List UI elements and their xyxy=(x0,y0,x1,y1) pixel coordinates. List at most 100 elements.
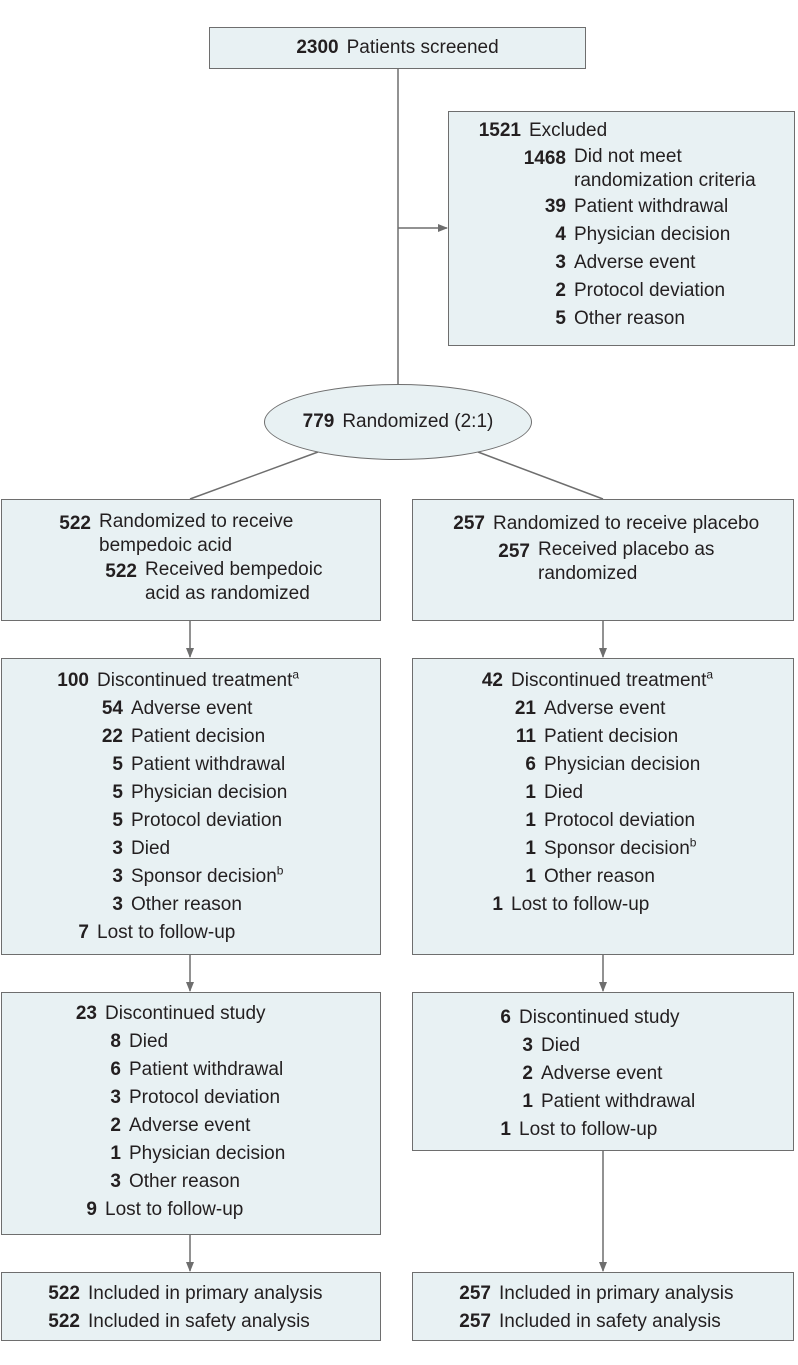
label: Received placebo as xyxy=(538,539,715,560)
footnote-marker: a xyxy=(706,667,714,682)
label: Sponsor decisionb xyxy=(131,863,284,887)
count: 779 xyxy=(302,411,335,432)
count: 100 xyxy=(57,670,89,691)
count: 6 xyxy=(500,1007,511,1028)
label: Sponsor decisionb xyxy=(544,835,697,859)
count: 257 xyxy=(459,1283,491,1304)
count: 1 xyxy=(525,782,536,803)
label: Other reason xyxy=(131,894,242,915)
label: Lost to follow-up xyxy=(97,922,236,943)
label: Died xyxy=(544,782,584,803)
label: Other reason xyxy=(574,308,685,329)
label: Other reason xyxy=(129,1171,240,1192)
label: Discontinued treatmenta xyxy=(511,667,714,691)
label: Patient withdrawal xyxy=(574,196,729,217)
count: 257 xyxy=(459,1311,491,1332)
label: Included in primary analysis xyxy=(499,1283,734,1304)
footnote-marker: a xyxy=(292,667,300,682)
label: Died xyxy=(129,1031,169,1052)
label: Died xyxy=(131,838,171,859)
count: 39 xyxy=(544,196,566,217)
label: Randomized (2:1) xyxy=(342,411,494,432)
label: Protocol deviation xyxy=(574,280,726,301)
label: Other reason xyxy=(544,866,655,887)
randomized-oval: 779 Randomized (2:1) xyxy=(264,384,532,460)
count: 3 xyxy=(110,1087,121,1108)
label: acid as randomized xyxy=(145,583,310,604)
count: 21 xyxy=(514,698,536,719)
count: 3 xyxy=(522,1035,533,1056)
count: 54 xyxy=(101,698,123,719)
count: 257 xyxy=(453,513,485,534)
count: 1 xyxy=(500,1119,511,1140)
count: 522 xyxy=(105,561,137,582)
count: 9 xyxy=(86,1199,97,1220)
label: Protocol deviation xyxy=(131,810,283,831)
label: Included in primary analysis xyxy=(88,1283,323,1304)
count: 1 xyxy=(525,810,536,831)
label: Patient decision xyxy=(544,726,679,747)
footnote-marker: b xyxy=(276,863,284,878)
count: 2 xyxy=(110,1115,121,1136)
label: Protocol deviation xyxy=(129,1087,281,1108)
footnote-marker: b xyxy=(689,835,697,850)
count: 3 xyxy=(110,1171,121,1192)
label: randomization criteria xyxy=(574,170,756,191)
placebo-discontinued-treatment-box: 42 Discontinued treatmenta 21 Adverse even… xyxy=(412,658,794,955)
count: 2 xyxy=(522,1063,533,1084)
label: Patients screened xyxy=(346,37,499,58)
label: Discontinued treatmenta xyxy=(97,667,300,691)
label: Physician decision xyxy=(544,754,701,775)
label: Included in safety analysis xyxy=(88,1311,310,1332)
split-line-left xyxy=(189,451,319,500)
label: Adverse event xyxy=(544,698,666,719)
count: 1 xyxy=(525,866,536,887)
count: 522 xyxy=(59,513,91,534)
label: Excluded xyxy=(529,120,608,141)
label: Did not meet xyxy=(574,146,682,167)
label: Patient withdrawal xyxy=(129,1059,284,1080)
split-line-right xyxy=(477,451,604,500)
label: Adverse event xyxy=(574,252,696,273)
count: 2 xyxy=(555,280,566,301)
label: Physician decision xyxy=(574,224,731,245)
count: 3 xyxy=(112,866,123,887)
label: Patient withdrawal xyxy=(131,754,286,775)
label: Lost to follow-up xyxy=(105,1199,244,1220)
label: Randomized to receive placebo xyxy=(493,513,760,534)
count: 1 xyxy=(110,1143,121,1164)
count: 7 xyxy=(78,922,89,943)
label: Physician decision xyxy=(131,782,288,803)
count: 1468 xyxy=(523,148,566,169)
label: Lost to follow-up xyxy=(511,894,650,915)
label: Included in safety analysis xyxy=(499,1311,721,1332)
count: 3 xyxy=(112,894,123,915)
count: 3 xyxy=(112,838,123,859)
count: 6 xyxy=(110,1059,121,1080)
label: Adverse event xyxy=(541,1063,663,1084)
label: Patient withdrawal xyxy=(541,1091,696,1112)
label: Physician decision xyxy=(129,1143,286,1164)
count: 5 xyxy=(112,782,123,803)
count: 2300 xyxy=(296,37,339,58)
count: 5 xyxy=(555,308,566,329)
count: 6 xyxy=(525,754,536,775)
label: Lost to follow-up xyxy=(519,1119,658,1140)
count: 42 xyxy=(481,670,503,691)
label: Died xyxy=(541,1035,581,1056)
count: 3 xyxy=(555,252,566,273)
label: Randomized to receive xyxy=(99,511,294,532)
count: 522 xyxy=(48,1311,80,1332)
label: bempedoic acid xyxy=(99,535,233,556)
label: Patient decision xyxy=(131,726,266,747)
label: Adverse event xyxy=(129,1115,251,1136)
count: 1 xyxy=(522,1091,533,1112)
label: Protocol deviation xyxy=(544,810,696,831)
